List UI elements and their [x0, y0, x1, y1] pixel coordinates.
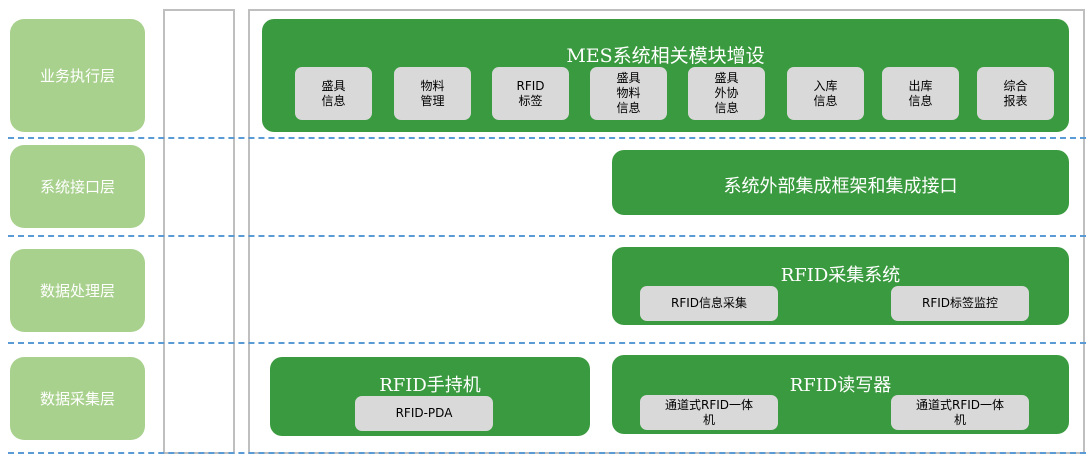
- chip-label: RFID-PDA: [395, 406, 453, 420]
- rfid-channel-reader-1: 通道式RFID一体 机: [640, 395, 778, 430]
- module-line: 信息: [813, 93, 838, 108]
- layer-separator: [8, 452, 1086, 454]
- rfid-collection-title: RFID采集系统: [780, 265, 901, 286]
- integration-interface-panel: 系统外部集成框架和集成接口: [612, 150, 1069, 215]
- chip-label: RFID信息采集: [670, 296, 748, 310]
- mes-module-title: MES系统相关模块增设: [566, 45, 765, 67]
- layer-data-processing: 数据处理层: [10, 249, 145, 332]
- integration-interface-title: 系统外部集成框架和集成接口: [723, 176, 958, 197]
- rfid-reader-panel: RFID读写器 通道式RFID一体 机 通道式RFID一体 机: [612, 355, 1069, 434]
- module-line: 信息: [714, 101, 739, 115]
- module-line: 信息: [908, 93, 933, 108]
- module-line: 信息: [321, 93, 346, 108]
- module-line: 管理: [420, 93, 445, 108]
- module-line: 综合: [1003, 78, 1028, 93]
- module-line: 标签: [518, 93, 543, 108]
- rfid-info-collection: RFID信息采集: [640, 286, 778, 321]
- module-line: 报表: [1003, 93, 1028, 108]
- chip-label: RFID标签监控: [921, 296, 999, 310]
- layer-system-interface: 系统接口层: [10, 145, 145, 228]
- layer-separator: [8, 342, 1086, 344]
- module-line: 物料: [616, 86, 641, 100]
- rfid-pda: RFID-PDA: [355, 396, 493, 431]
- rfid-tag-monitoring: RFID标签监控: [891, 286, 1029, 321]
- chip-line: 通道式RFID一体: [664, 397, 754, 412]
- module-line: 入库: [813, 78, 838, 93]
- layer-separator: [8, 137, 1086, 139]
- layer-business-execution: 业务执行层: [10, 19, 145, 132]
- module-container-info: 盛具 信息: [295, 67, 372, 120]
- module-line: 出库: [908, 78, 933, 93]
- module-line: 盛具: [321, 78, 346, 93]
- module-rfid-tag: RFID 标签: [492, 67, 569, 120]
- module-container-material-info: 盛具 物料 信息: [590, 67, 667, 120]
- rfid-collection-panel: RFID采集系统 RFID信息采集 RFID标签监控: [612, 247, 1069, 325]
- rfid-reader-title: RFID读写器: [789, 375, 892, 396]
- chip-line: 机: [953, 412, 966, 427]
- rfid-handheld-panel: RFID手持机 RFID-PDA: [270, 357, 590, 436]
- module-container-outsourcing-info: 盛具 外协 信息: [688, 67, 765, 120]
- layer-data-collection: 数据采集层: [10, 357, 145, 440]
- module-inbound-info: 入库 信息: [787, 67, 864, 120]
- rfid-channel-reader-2: 通道式RFID一体 机: [891, 395, 1029, 430]
- module-comprehensive-report: 综合 报表: [977, 67, 1054, 120]
- module-outbound-info: 出库 信息: [882, 67, 959, 120]
- rfid-handheld-title: RFID手持机: [379, 375, 481, 396]
- layer-separator: [8, 235, 1086, 237]
- mes-module-panel: MES系统相关模块增设 盛具 信息 物料 管理 RFID 标签 盛具 物料 信息…: [262, 19, 1069, 132]
- module-line: 盛具: [616, 71, 641, 85]
- chip-line: 通道式RFID一体: [915, 397, 1005, 412]
- module-line: 盛具: [714, 71, 739, 85]
- module-line: 信息: [616, 101, 641, 115]
- module-material-management: 物料 管理: [394, 67, 471, 120]
- module-line: 物料: [420, 78, 445, 93]
- chip-line: 机: [702, 412, 715, 427]
- module-line: 外协: [714, 86, 739, 100]
- left-frame: [163, 9, 235, 454]
- module-line: RFID: [516, 78, 545, 93]
